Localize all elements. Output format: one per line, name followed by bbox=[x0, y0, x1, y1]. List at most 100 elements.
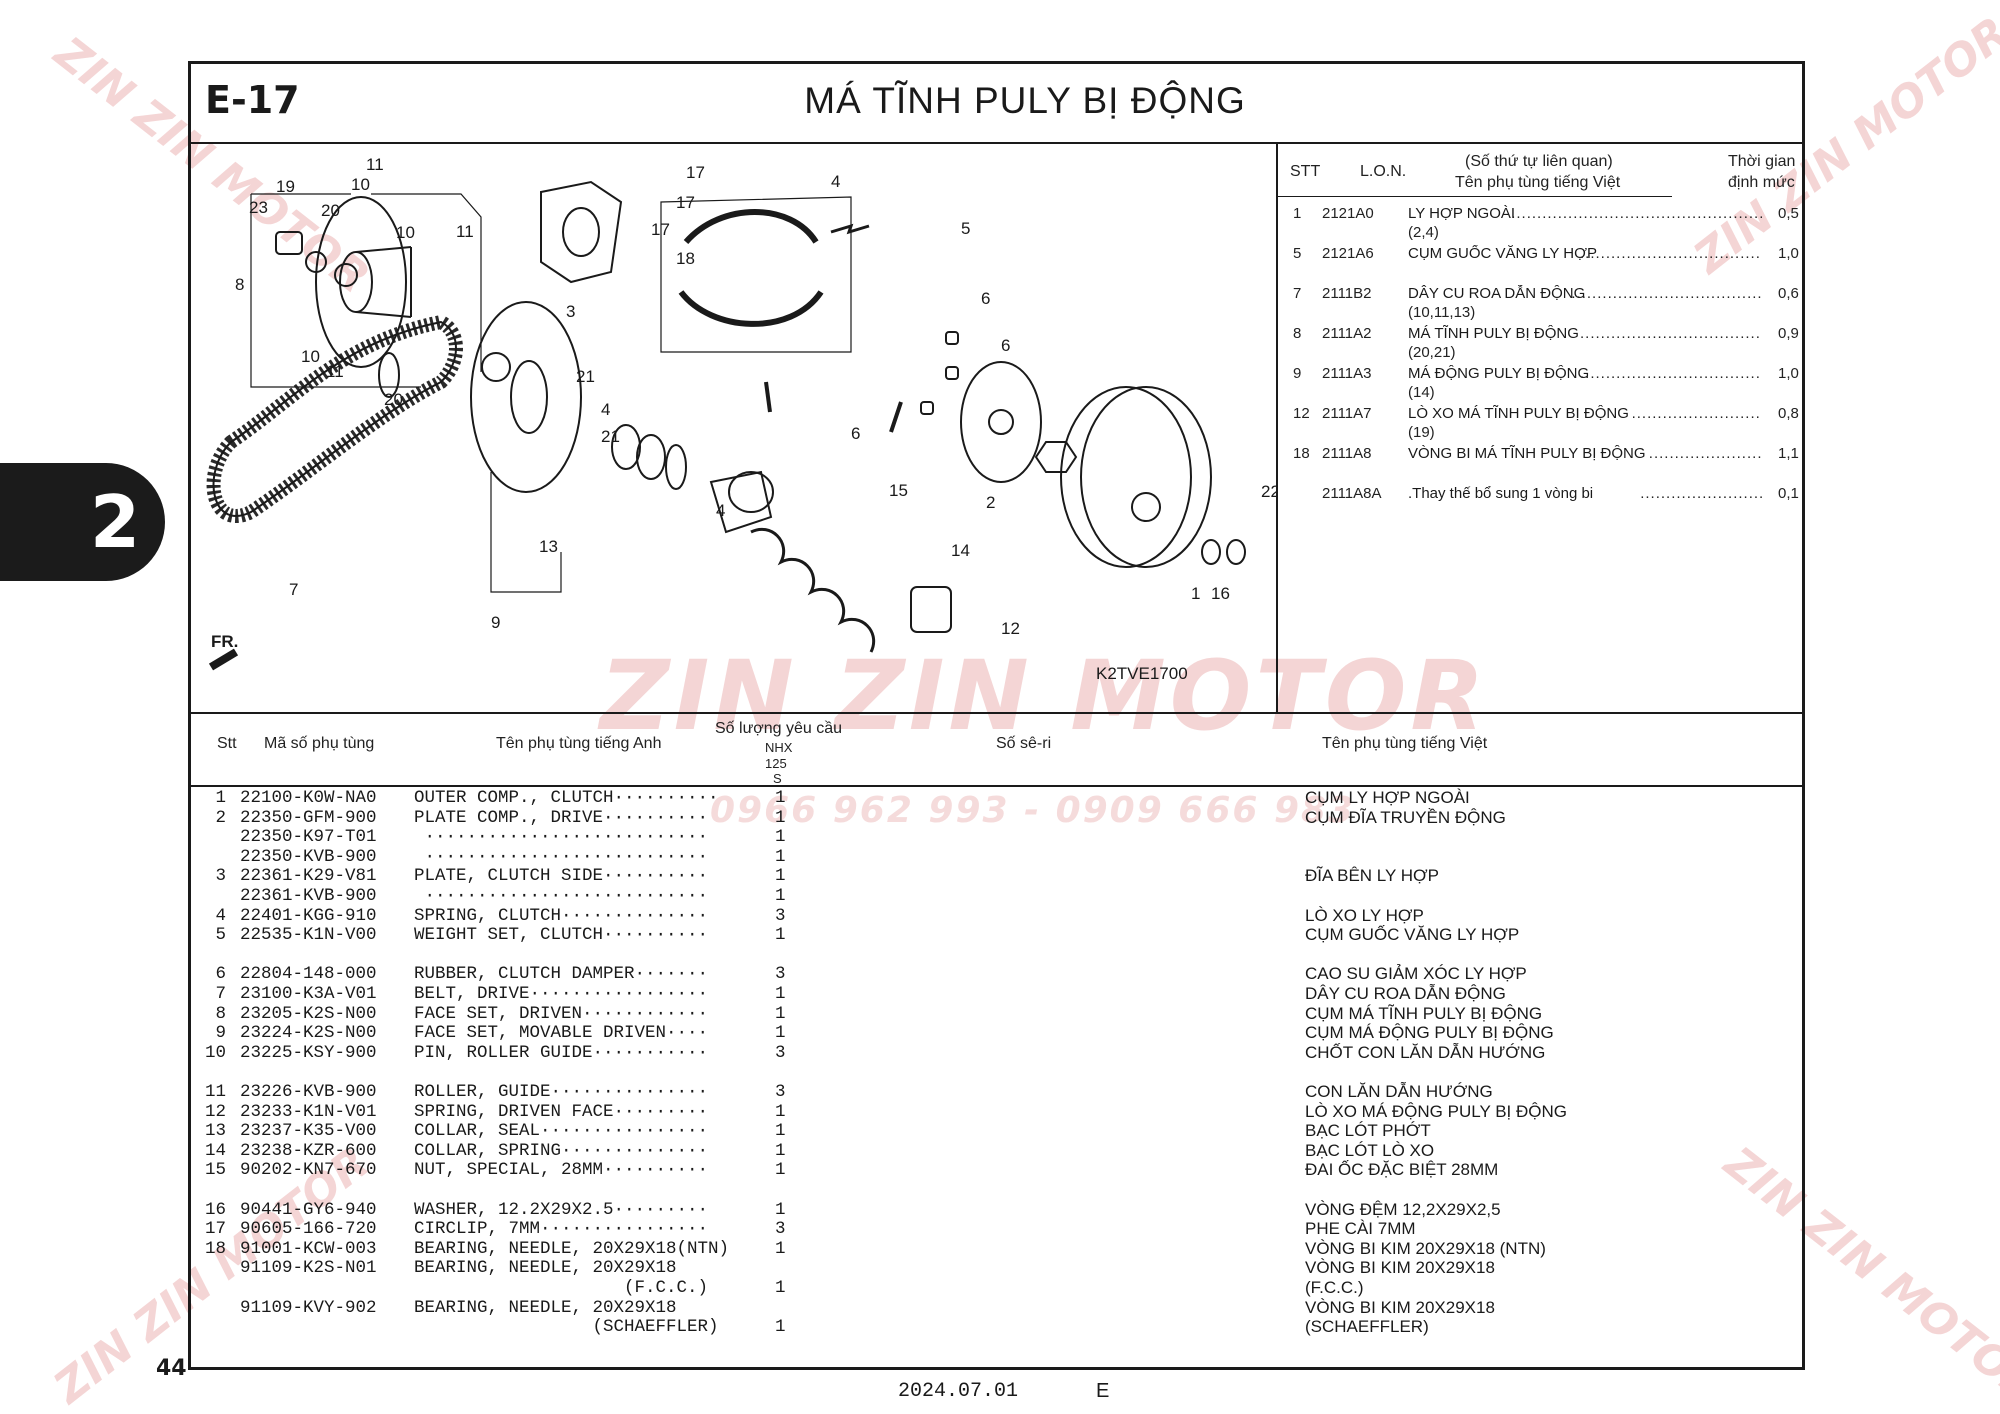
part-qty: 1 bbox=[775, 827, 786, 848]
lon-row-time: 0,5 bbox=[1778, 205, 1799, 222]
part-name-en: FACE SET, DRIVEN············ bbox=[414, 1003, 709, 1024]
title-divider bbox=[188, 142, 1805, 144]
callout-label: 12 bbox=[1001, 619, 1020, 638]
lon-row-stt: 9 bbox=[1293, 365, 1302, 382]
callout-label: 14 bbox=[951, 541, 970, 560]
callout-label: 11 bbox=[456, 222, 474, 241]
part-name-vi: CON LĂN DẪN HƯỚNG bbox=[1305, 1082, 1493, 1101]
part-stt: 5 bbox=[205, 925, 227, 946]
lon-row-leader-dots: ........................................… bbox=[1580, 245, 1762, 262]
front-direction-label: FR. bbox=[211, 632, 238, 651]
part-name-vi: CỤM ĐĨA TRUYỀN ĐỘNG bbox=[1305, 807, 1506, 827]
part-name-en: (F.C.C.) bbox=[414, 1278, 709, 1298]
part-name-vi: (SCHAEFFLER) bbox=[1305, 1317, 1429, 1337]
lon-row-code: 2111A7 bbox=[1322, 405, 1372, 422]
lon-row-code: 2111A3 bbox=[1322, 365, 1372, 382]
part-name-vi: VÒNG BI KIM 20X29X18 (NTN) bbox=[1305, 1238, 1546, 1258]
part-qty: 1 bbox=[775, 1023, 786, 1044]
callout-label: 11 bbox=[366, 155, 384, 174]
parts-header-serial: Số sê-ri bbox=[996, 735, 1052, 752]
lon-row-stt: 8 bbox=[1293, 325, 1302, 342]
part-name-vi: VÒNG ĐỆM 12,2X29X2,5 bbox=[1305, 1199, 1501, 1219]
part-code: 23100-K3A-V01 bbox=[240, 984, 377, 1004]
diagram-code: K2TVE1700 bbox=[1096, 664, 1188, 683]
part-qty: 1 bbox=[775, 1101, 786, 1122]
part-qty: 1 bbox=[775, 1238, 786, 1259]
parts-header-name-en: Tên phụ tùng tiếng Anh bbox=[496, 735, 662, 752]
lon-row-related: (19) bbox=[1408, 424, 1435, 441]
part-stt: 4 bbox=[205, 905, 227, 926]
part-code: 22361-KVB-900 bbox=[240, 886, 377, 906]
part-code: 91109-K2S-N01 bbox=[240, 1258, 377, 1279]
footer-letter: E bbox=[1096, 1380, 1110, 1402]
part-stt bbox=[205, 827, 226, 847]
lon-row-code: 2111A2 bbox=[1322, 325, 1372, 342]
lon-row-name: MÁ ĐỘNG PULY BỊ ĐỘNG bbox=[1408, 365, 1590, 382]
callout-label: 3 bbox=[566, 302, 575, 321]
section-title: MÁ TĨNH PULY BỊ ĐỘNG bbox=[804, 80, 1246, 121]
callout-label: 18 bbox=[676, 249, 695, 268]
part-qty: 1 bbox=[775, 1121, 786, 1142]
lon-header-line bbox=[1278, 196, 1672, 197]
lon-row-stt: 5 bbox=[1293, 245, 1302, 262]
lon-row-name: LY HỢP NGOÀI bbox=[1408, 205, 1516, 222]
lon-row-stt: 12 bbox=[1293, 405, 1310, 422]
part-name-vi: DÂY CU ROA DẪN ĐỘNG bbox=[1305, 984, 1506, 1003]
chapter-tab-number: 2 bbox=[89, 480, 141, 564]
part-code: 23237-K35-V00 bbox=[240, 1121, 377, 1142]
lon-row-time: 1,0 bbox=[1778, 365, 1799, 382]
part-name-en: NUT, SPECIAL, 28MM·········· bbox=[414, 1160, 709, 1181]
callout-label: 22 bbox=[1261, 482, 1276, 501]
callout-label: 17 bbox=[676, 193, 695, 212]
lon-row-related: (20,21) bbox=[1408, 344, 1456, 361]
lon-row-stt: 1 bbox=[1293, 205, 1302, 222]
part-qty: 1 bbox=[775, 807, 786, 828]
part-stt: 10 bbox=[205, 1042, 227, 1063]
lon-row-time: 0,9 bbox=[1778, 325, 1799, 342]
lon-row-name: MÁ TĨNH PULY BỊ ĐỘNG bbox=[1408, 325, 1579, 342]
part-name-vi: CHỐT CON LĂN DẪN HƯỚNG bbox=[1305, 1042, 1546, 1062]
parts-header-divider bbox=[188, 785, 1805, 787]
part-name-en: BEARING, NEEDLE, 20X29X18 bbox=[414, 1258, 677, 1279]
part-stt: 11 bbox=[205, 1082, 227, 1102]
part-name-en: CIRCLIP, 7MM················ bbox=[414, 1219, 709, 1240]
part-qty: 3 bbox=[775, 964, 786, 985]
lon-row-time: 0,8 bbox=[1778, 405, 1799, 422]
callout-label: 10 bbox=[351, 175, 370, 194]
part-name-vi: CỤM LY HỢP NGOÀI bbox=[1305, 788, 1470, 807]
part-name-en: BEARING, NEEDLE, 20X29X18(NTN) bbox=[414, 1238, 730, 1259]
part-stt bbox=[205, 886, 226, 906]
footer-date: 2024.07.01 bbox=[898, 1380, 1019, 1403]
parts-header-qty-model3: S bbox=[773, 771, 782, 786]
part-stt: 13 bbox=[205, 1121, 227, 1142]
part-code: 22350-GFM-900 bbox=[240, 807, 377, 828]
callout-label: 4 bbox=[831, 172, 840, 191]
callout-label: 2 bbox=[986, 493, 995, 512]
part-name-vi: (F.C.C.) bbox=[1305, 1278, 1364, 1297]
part-stt: 7 bbox=[205, 984, 227, 1004]
part-code: 22535-K1N-V00 bbox=[240, 925, 377, 946]
lon-row-related: (10,11,13) bbox=[1408, 304, 1476, 321]
part-name-en: BEARING, NEEDLE, 20X29X18 bbox=[414, 1297, 677, 1318]
part-name-vi: CỤM GUỐC VĂNG LY HỢP bbox=[1305, 925, 1520, 945]
part-qty: 1 bbox=[775, 788, 786, 808]
part-stt: 6 bbox=[205, 964, 227, 985]
part-stt: 16 bbox=[205, 1199, 227, 1220]
part-name-en: COLLAR, SEAL················ bbox=[414, 1121, 709, 1142]
part-name-vi: CAO SU GIẢM XÓC LY HỢP bbox=[1305, 964, 1527, 984]
part-code: 23205-K2S-N00 bbox=[240, 1003, 377, 1024]
part-code: 23226-KVB-900 bbox=[240, 1082, 377, 1102]
part-name-en: FACE SET, MOVABLE DRIVEN···· bbox=[414, 1023, 709, 1044]
part-name-en: SPRING, CLUTCH·············· bbox=[414, 905, 709, 926]
lon-row-name: CỤM GUỐC VĂNG LY HỢP bbox=[1408, 245, 1598, 262]
callout-label: 10 bbox=[301, 347, 320, 366]
part-qty: 1 bbox=[775, 1160, 786, 1181]
lon-row-leader-dots: ........................................… bbox=[1511, 205, 1762, 222]
lon-header-stt: STT bbox=[1290, 163, 1321, 180]
callout-label: 10 bbox=[396, 223, 415, 242]
callout-label: 21 bbox=[601, 427, 620, 446]
lon-table-divider bbox=[1276, 142, 1278, 712]
part-name-vi: BẠC LÓT LÒ XO bbox=[1305, 1140, 1435, 1160]
part-qty: 3 bbox=[775, 1082, 786, 1102]
